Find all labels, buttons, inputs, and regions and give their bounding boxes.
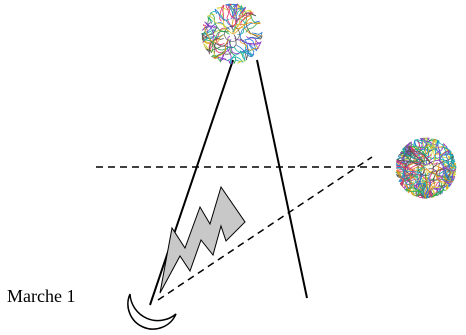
molecule-strand — [210, 31, 230, 53]
molecule-strand — [206, 13, 227, 29]
molecule-strand — [234, 37, 262, 50]
molecule-strand — [228, 39, 249, 55]
molecule-strand — [238, 12, 254, 26]
molecule-strand — [402, 146, 420, 161]
molecule-strand — [435, 139, 456, 166]
molecule-strand — [231, 3, 244, 31]
molecule-strand — [403, 166, 425, 194]
solid-line-right — [256, 59, 308, 299]
molecule-strand — [231, 26, 264, 39]
crescent-moon-icon — [127, 293, 177, 330]
molecule-strand — [396, 160, 427, 181]
molecule-strand — [423, 176, 437, 200]
molecule-strand — [239, 40, 260, 51]
diagram-label: Marche 1 — [7, 286, 76, 306]
molecule-strand — [396, 158, 424, 173]
molecule-strand — [206, 37, 224, 55]
molecule-strand — [426, 139, 438, 167]
molecule-strand — [213, 38, 230, 60]
molecule-strand — [430, 146, 453, 156]
molecule-strand — [395, 143, 418, 166]
molecule-strand — [225, 3, 239, 20]
molecule-strand — [404, 177, 429, 193]
molecule-strand — [428, 155, 454, 170]
molecule-strand — [227, 3, 246, 16]
molecule-strand — [414, 174, 431, 199]
molecule-core — [224, 26, 240, 42]
molecule-strand — [204, 21, 217, 41]
molecule-core — [418, 160, 434, 176]
molecule-strand — [416, 137, 433, 167]
molecule-strand — [419, 177, 435, 200]
molecule-strand — [230, 3, 238, 20]
molecule-strand — [439, 147, 457, 168]
molecule-strand — [202, 43, 216, 58]
molecule-cluster-icon — [201, 3, 264, 65]
molecule-strand — [215, 27, 229, 45]
molecule-strand — [395, 161, 426, 171]
molecule-strand — [202, 33, 225, 42]
molecule-strand — [414, 139, 437, 162]
molecule-strand — [243, 39, 255, 58]
molecule-strand — [405, 145, 432, 159]
molecule-strand — [397, 167, 426, 186]
molecule-strand — [210, 48, 227, 64]
molecule-strand — [432, 167, 451, 187]
molecule-strand — [227, 3, 237, 29]
molecule-strand — [233, 11, 246, 35]
molecule-strand — [216, 7, 244, 15]
molecule-strand — [214, 8, 234, 30]
molecule-strand — [233, 21, 261, 27]
molecule-strand — [420, 165, 454, 184]
molecule-cluster-icon — [395, 136, 457, 200]
molecule-strand — [439, 168, 457, 186]
molecule-strand — [395, 170, 416, 197]
molecule-strand — [412, 170, 435, 197]
molecule-strand — [413, 139, 440, 152]
molecule-strand — [219, 44, 232, 62]
molecule-strand — [413, 139, 437, 165]
molecule-strand — [412, 169, 437, 196]
molecule-strand — [422, 137, 449, 168]
solid-line-left — [149, 59, 234, 306]
lightning-bolt-icon — [159, 185, 246, 294]
dashed-diagonal-line — [157, 156, 373, 301]
molecule-strand — [226, 46, 253, 57]
molecule-strand — [201, 22, 218, 31]
molecule-strand — [204, 26, 224, 44]
molecule-strand — [227, 56, 244, 63]
molecule-strand — [431, 182, 447, 198]
molecule-strand — [413, 142, 454, 159]
molecule-strand — [239, 46, 246, 62]
molecule-strand — [214, 34, 237, 49]
